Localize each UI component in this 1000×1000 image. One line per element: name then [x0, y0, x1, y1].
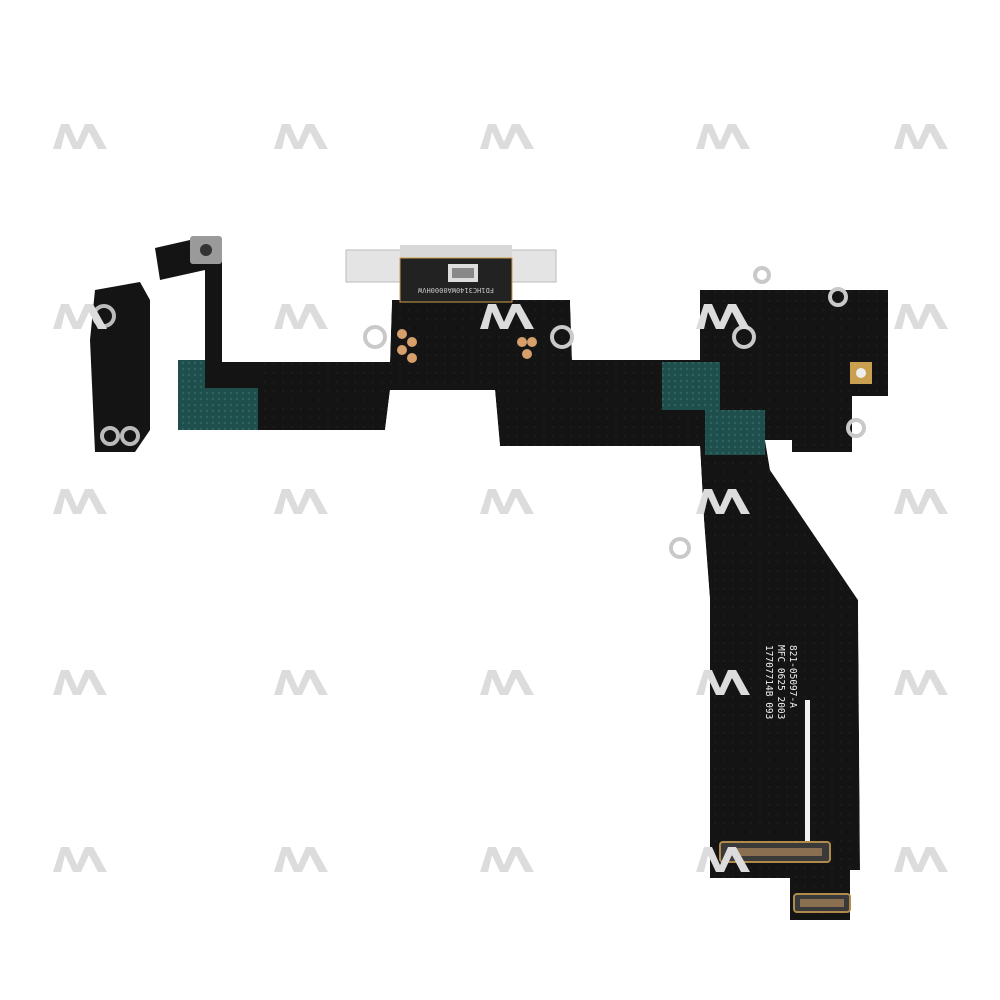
watermark-logo: [51, 302, 109, 330]
watermark-logo: [892, 487, 950, 515]
watermark-logo: [478, 487, 536, 515]
watermark-logo: [272, 668, 330, 696]
watermark-logo: [694, 487, 752, 515]
watermark-logo: [892, 122, 950, 150]
watermark-logo: [892, 845, 950, 873]
watermark-logo: [478, 845, 536, 873]
part-label: 821-05097-A MFC 0625 2003 17707714B 093: [763, 645, 798, 719]
part-label-line-1: 821-05097-A: [787, 645, 798, 708]
watermark-logo: [478, 302, 536, 330]
watermark-logo: [478, 122, 536, 150]
watermark-logo: [272, 845, 330, 873]
watermark-logo: [272, 302, 330, 330]
watermark-logo: [272, 122, 330, 150]
stiffener-left: [178, 360, 258, 430]
side-button-flex: [155, 240, 262, 390]
part-label-line-2: MFC 0625 2003: [775, 645, 786, 719]
gold-contacts: [397, 329, 537, 363]
watermark-logo: [478, 668, 536, 696]
screw-rings: [363, 266, 866, 559]
board-connector-2: [793, 893, 851, 913]
port-connector: FD1HC3140WA0000HVW: [345, 245, 557, 303]
watermark-logo: [694, 668, 752, 696]
watermark-logo: [892, 302, 950, 330]
watermark-logo: [272, 487, 330, 515]
connector-code: FD1HC3140WA0000HVW: [417, 286, 494, 294]
flex-slit: [805, 700, 810, 850]
part-label-line-3: 17707714B 093: [763, 645, 774, 719]
watermark-logo: [51, 487, 109, 515]
watermark-logo: [892, 668, 950, 696]
board-connector-1: [719, 841, 831, 863]
stiffener-right: [662, 362, 765, 455]
watermark-logo: [51, 845, 109, 873]
watermark-logo: [694, 845, 752, 873]
watermark-logo: [51, 668, 109, 696]
watermark-logo: [51, 122, 109, 150]
watermark-logo: [694, 302, 752, 330]
watermark-logo: [694, 122, 752, 150]
